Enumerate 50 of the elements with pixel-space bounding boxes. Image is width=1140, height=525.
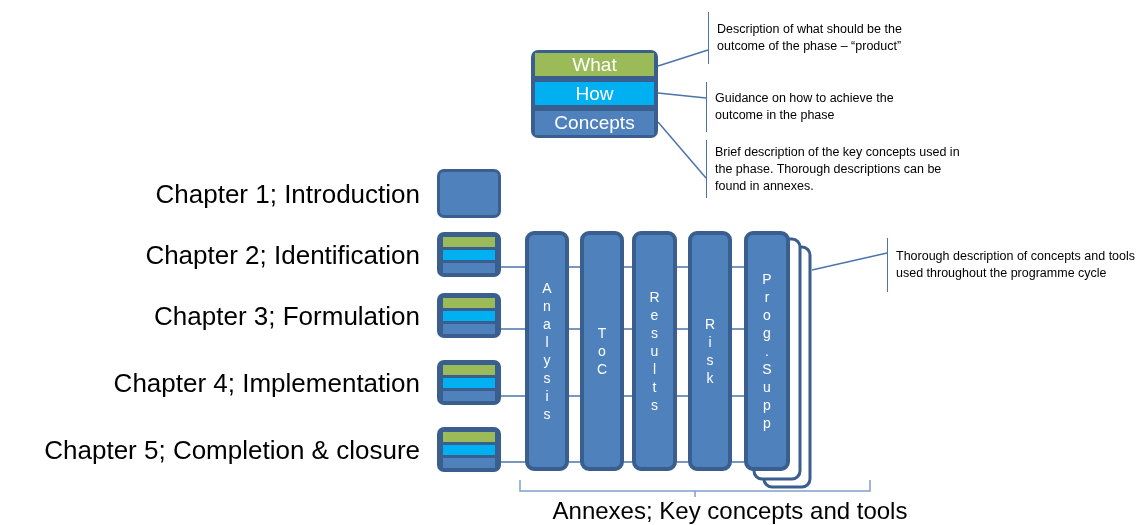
chapter-title: Chapter 4; Implementation	[113, 366, 420, 400]
connector-line	[623, 461, 633, 463]
connector-line	[731, 266, 745, 268]
chapter-title: Chapter 1; Introduction	[155, 177, 420, 211]
annex-column	[525, 231, 569, 471]
connector-line	[676, 395, 689, 397]
connector-line	[568, 266, 581, 268]
chapter-title: Chapter 2; Identification	[145, 238, 420, 272]
connector-line	[623, 328, 633, 330]
annex-column	[688, 231, 732, 471]
connector-line	[500, 328, 526, 330]
annotation-text: Brief description of the key concepts used in the phase. Thorough descriptions can be found in annexes.	[706, 140, 968, 198]
annex-column	[632, 231, 677, 471]
annotation-text: Thorough description of concepts and tools used throughout the programme cycle	[887, 238, 1137, 292]
chapter-title: Chapter 3; Formulation	[154, 299, 420, 333]
annotation-text: Description of what should be the outcome of the phase – “product”	[708, 12, 940, 64]
leader-line	[657, 121, 707, 179]
connector-line	[731, 461, 745, 463]
connector-line	[623, 266, 633, 268]
connector-line	[676, 461, 689, 463]
vertical-label: Risk	[704, 315, 716, 387]
annex-column	[580, 231, 624, 471]
chapter-box	[437, 232, 501, 277]
chapter-title: Chapter 5; Completion & closure	[44, 433, 420, 467]
chapter-box	[437, 293, 501, 338]
connector-line	[500, 266, 526, 268]
chapter-box	[437, 169, 501, 218]
connector-line	[500, 395, 526, 397]
connector-line	[676, 328, 689, 330]
leader-line	[657, 92, 707, 99]
vertical-label: Analysis	[542, 279, 552, 423]
vertical-label: Results	[649, 288, 660, 414]
connector-line	[731, 328, 745, 330]
annotation-text: Guidance on how to achieve the outcome in the phase	[706, 82, 924, 132]
chapter-box	[437, 360, 501, 405]
leader-line	[811, 252, 888, 271]
leader-line	[657, 49, 709, 67]
chapter-box	[437, 427, 501, 472]
connector-line	[731, 395, 745, 397]
annex-column	[744, 231, 790, 471]
connector-line	[500, 461, 526, 463]
connector-line	[568, 395, 581, 397]
vertical-label: Prog.Supp	[762, 270, 772, 432]
connector-line	[568, 328, 581, 330]
vertical-label: ToC	[596, 324, 608, 378]
connector-line	[676, 266, 689, 268]
connector-line	[623, 395, 633, 397]
bracket-label: Annexes; Key concepts and tools	[551, 496, 909, 525]
connector-line	[568, 461, 581, 463]
card-stack	[531, 50, 658, 138]
